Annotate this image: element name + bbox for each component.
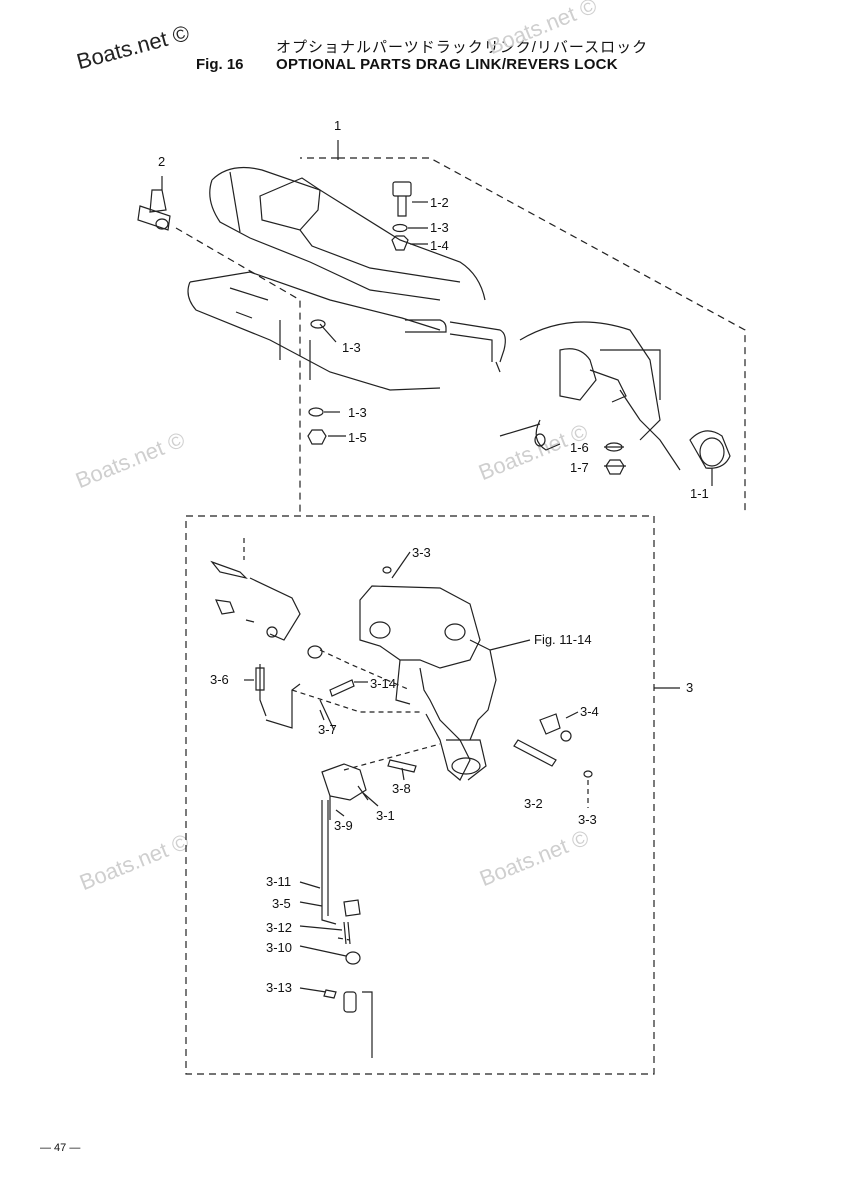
cap-1-1 bbox=[689, 430, 731, 469]
callout-3-12: 3-12 bbox=[266, 920, 293, 935]
callout-3-8: 3-8 bbox=[392, 781, 411, 796]
callout-3-13: 3-13 bbox=[266, 980, 293, 995]
lock-lever-3-1 bbox=[321, 763, 369, 820]
callout-3-14: 3-14 bbox=[370, 676, 397, 691]
title-english: OPTIONAL PARTS DRAG LINK/REVERS LOCK bbox=[276, 56, 618, 73]
knob-rod bbox=[343, 991, 373, 1058]
callout-3-3: 3-3 bbox=[412, 545, 431, 560]
callout-3-6: 3-6 bbox=[210, 672, 229, 687]
washer-1-3 bbox=[308, 407, 324, 417]
callout-3-7: 3-7 bbox=[318, 722, 337, 737]
callout-1-5: 1-5 bbox=[348, 430, 367, 445]
callout-3-10: 3-10 bbox=[266, 940, 293, 955]
drag-link-bracket bbox=[187, 167, 486, 391]
block-3-5 bbox=[343, 899, 361, 917]
callout-1-4: 1-4 bbox=[430, 238, 449, 253]
spring-3-12 bbox=[343, 921, 351, 945]
callout-3-3: 3-3 bbox=[578, 812, 597, 827]
callout-3-11: 3-11 bbox=[266, 874, 292, 889]
washer bbox=[307, 645, 323, 659]
callout-fig-11-14: Fig. 11-14 bbox=[534, 632, 592, 647]
callout-1-6: 1-6 bbox=[570, 440, 589, 455]
callout-1-7: 1-7 bbox=[570, 460, 589, 475]
callout-leaders bbox=[161, 176, 713, 993]
callout-1-1: 1-1 bbox=[690, 486, 709, 501]
title-japanese: オプショナルパーツドラックリンク/リバースロック bbox=[276, 39, 649, 56]
pin-3-2 bbox=[513, 739, 557, 767]
pin-3-7 bbox=[319, 699, 335, 731]
callout-1-2: 1-2 bbox=[430, 195, 449, 210]
pin-3-14 bbox=[329, 679, 355, 697]
rod-3-5 bbox=[321, 800, 337, 925]
washer-1-3 bbox=[310, 319, 326, 329]
assembly-1-outline bbox=[175, 157, 746, 516]
callout-3-5: 3-5 bbox=[272, 896, 291, 911]
figure-number: Fig. 16 bbox=[196, 56, 244, 73]
callout-1-3: 1-3 bbox=[348, 405, 367, 420]
pin-3-8 bbox=[387, 759, 417, 773]
callout-3-4: 3-4 bbox=[580, 704, 599, 719]
page-number: — 47 — bbox=[40, 1142, 81, 1154]
collar-3-10 bbox=[345, 951, 361, 965]
lever-3-6 bbox=[210, 560, 301, 729]
callout-2: 2 bbox=[158, 154, 166, 169]
part-2-pin bbox=[137, 189, 171, 231]
circlip-3-3 bbox=[382, 566, 392, 574]
reverse-lock-bracket bbox=[359, 585, 497, 781]
spring-3-4 bbox=[539, 713, 572, 742]
nut-1-5 bbox=[307, 429, 327, 445]
circlip-3-3 bbox=[583, 770, 593, 778]
nut-1-7 bbox=[605, 459, 625, 475]
pin-3-13 bbox=[323, 989, 337, 999]
callout-1-3: 1-3 bbox=[430, 220, 449, 235]
assembly-3-box bbox=[185, 515, 655, 1075]
dashed-leaders bbox=[243, 538, 589, 941]
nut-1-4 bbox=[391, 235, 409, 251]
callout-3-2: 3-2 bbox=[524, 796, 543, 811]
callout-3-9: 3-9 bbox=[334, 818, 353, 833]
washer-1-3 bbox=[392, 223, 408, 233]
lower-unit-right bbox=[499, 321, 681, 471]
callout-1-3: 1-3 bbox=[342, 340, 361, 355]
callout-3-1: 3-1 bbox=[376, 808, 395, 823]
callout-3: 3 bbox=[686, 680, 694, 695]
drag-link-rod bbox=[405, 319, 506, 373]
callout-1: 1 bbox=[334, 118, 342, 133]
bolt-1-2 bbox=[392, 181, 412, 217]
